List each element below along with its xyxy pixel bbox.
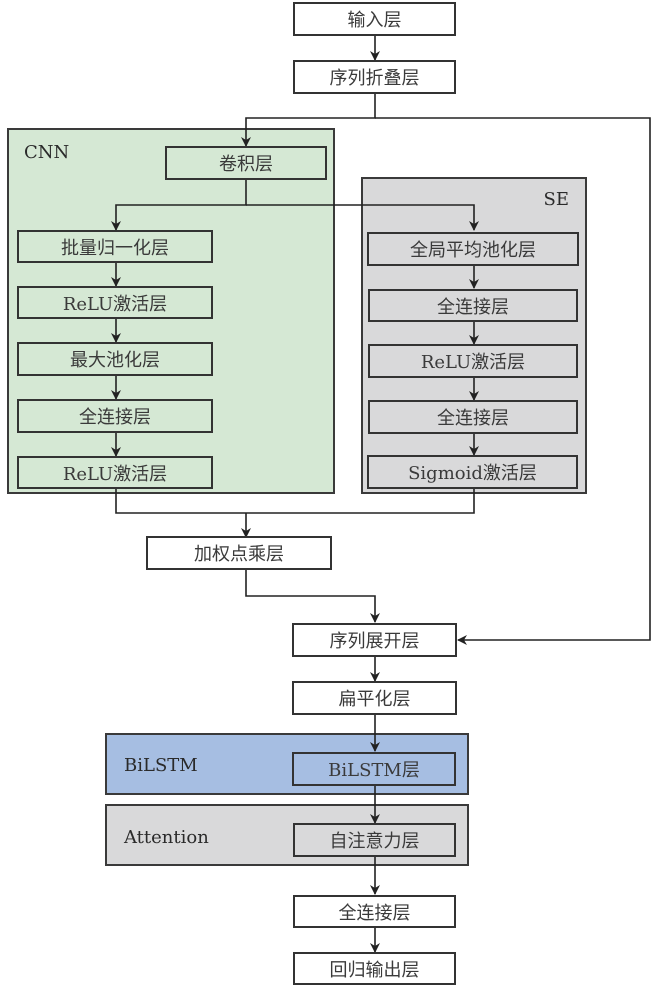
node-cnn-fully-connected-layer: 全连接层 — [17, 399, 213, 433]
node-global-avg-pooling-layer: 全局平均池化层 — [367, 232, 579, 266]
node-cnn-relu-layer-1: ReLU激活层 — [17, 286, 213, 319]
node-batch-norm-layer: 批量归一化层 — [17, 230, 213, 263]
node-regression-output-layer: 回归输出层 — [293, 952, 456, 985]
node-sequence-folding-layer: 序列折叠层 — [293, 60, 456, 94]
node-sigmoid-layer: Sigmoid激活层 — [367, 455, 578, 489]
cnn-group-label: CNN — [24, 142, 70, 163]
bilstm-group-label: BiLSTM — [124, 755, 198, 776]
node-max-pooling-layer: 最大池化层 — [17, 342, 213, 376]
node-sequence-unfolding-layer: 序列展开层 — [292, 623, 457, 657]
node-flatten-layer: 扁平化层 — [292, 681, 457, 715]
node-bilstm-layer: BiLSTM层 — [292, 752, 456, 786]
node-se-fully-connected-layer-1: 全连接层 — [368, 289, 578, 322]
attention-group-label: Attention — [124, 827, 209, 848]
node-weighted-multiplication-layer: 加权点乘层 — [146, 536, 332, 570]
node-input-layer: 输入层 — [293, 2, 456, 36]
se-group-label: SE — [543, 189, 569, 210]
node-se-relu-layer: ReLU激活层 — [368, 344, 578, 378]
node-se-fully-connected-layer-2: 全连接层 — [368, 400, 578, 434]
node-cnn-relu-layer-2: ReLU激活层 — [17, 456, 213, 489]
se-group: SE — [361, 177, 587, 494]
node-self-attention-layer: 自注意力层 — [293, 823, 456, 857]
node-output-fully-connected-layer: 全连接层 — [293, 895, 456, 928]
node-convolution-layer: 卷积层 — [165, 146, 327, 180]
edge-weighted-sequnfold — [245, 569, 380, 623]
